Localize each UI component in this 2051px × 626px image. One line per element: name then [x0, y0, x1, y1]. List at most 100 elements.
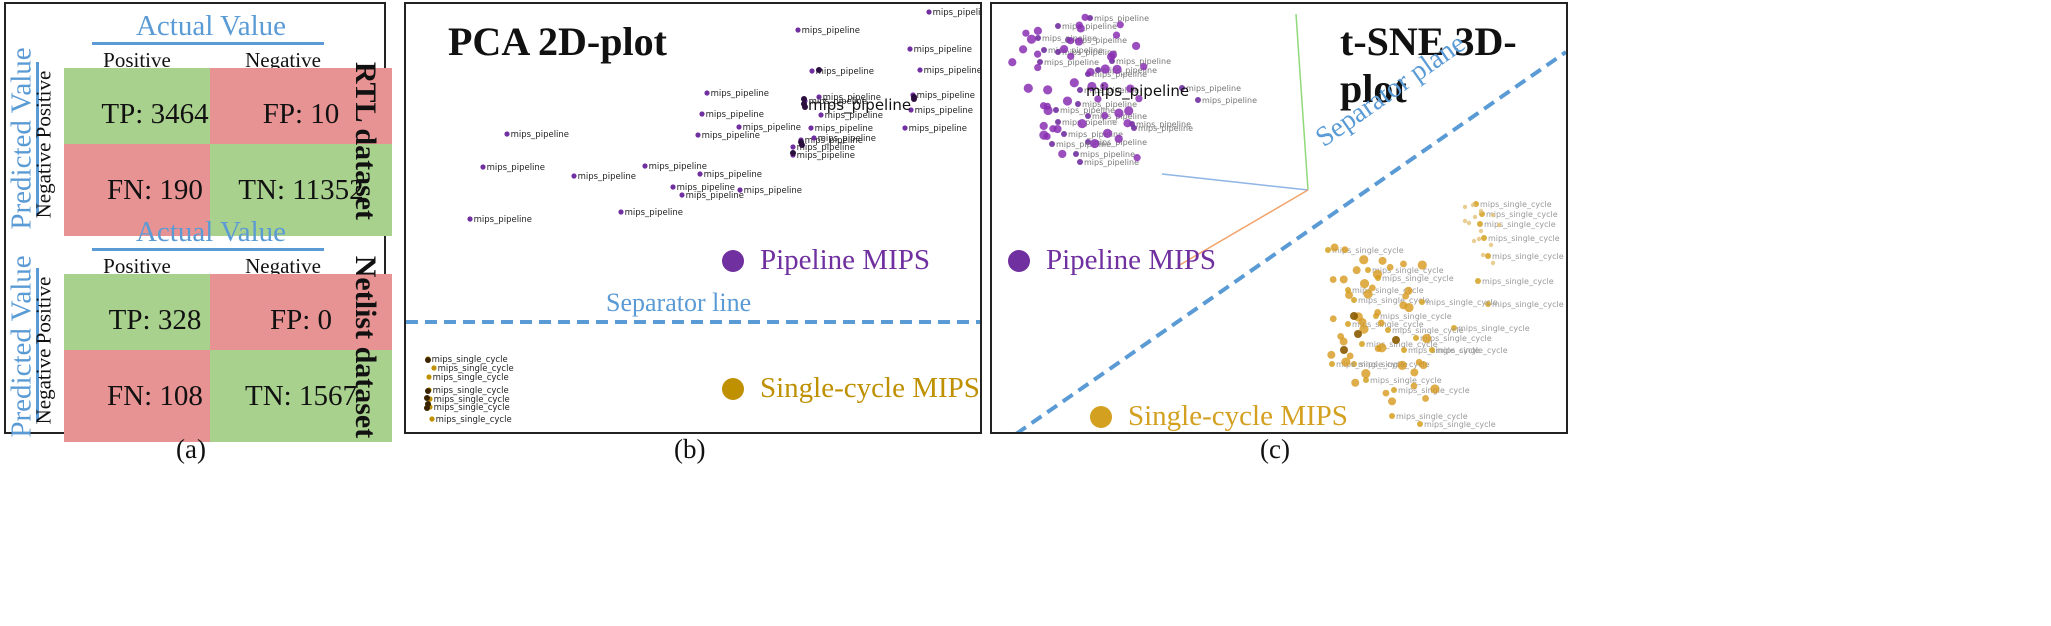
legend-single-cycle: Single-cycle MIPS — [722, 372, 980, 405]
pipeline-point — [1041, 47, 1047, 53]
pipeline-cluster-point — [1094, 95, 1102, 103]
pipeline-point-label: mips_pipeline — [1062, 48, 1117, 57]
pipeline-point — [695, 132, 701, 138]
single-cycle-dense-point — [424, 405, 430, 411]
pipeline-point — [679, 192, 685, 198]
caption-b: (b) — [674, 434, 706, 464]
single-cycle-point-label: mips_single_cycle — [1332, 246, 1404, 255]
single-cycle-point-label: mips_single_cycle — [1380, 312, 1452, 321]
single-cycle-point-label: mips_single_cycle — [432, 355, 508, 365]
single-cycle-cluster-point — [1402, 292, 1410, 300]
single-cycle-point-label: mips_single_cycle — [1366, 340, 1438, 349]
single-cycle-cluster-point — [1404, 302, 1414, 313]
pipeline-cluster-point — [1066, 37, 1075, 45]
single-cycle-point — [1359, 341, 1365, 347]
single-cycle-point — [1391, 387, 1397, 393]
single-cycle-far-point — [1471, 238, 1477, 244]
single-cycle-cluster-point — [1386, 263, 1394, 271]
single-cycle-point-label: mips_single_cycle — [433, 386, 509, 396]
pipeline-point-label: mips_pipeline — [1082, 100, 1137, 109]
pipeline-point-label: mips_pipeline — [797, 151, 855, 161]
pipeline-cluster-point — [1074, 37, 1083, 46]
single-cycle-point-label: mips_single_cycle — [434, 403, 510, 413]
pipeline-point-label: mips_pipeline — [1102, 66, 1157, 75]
pipeline-point-label: mips_pipeline — [823, 93, 881, 103]
pipeline-point — [736, 124, 742, 130]
true-negative-cell: TN: 11352 — [210, 144, 392, 236]
pipeline-point-label: mips_pipeline — [815, 124, 873, 134]
single-cycle-point — [431, 365, 437, 371]
pipeline-point — [1055, 119, 1061, 125]
pipeline-cluster-point — [1058, 149, 1067, 159]
pipeline-point — [480, 164, 486, 170]
single-cycle-legend-label: Single-cycle MIPS — [1128, 400, 1348, 432]
single-cycle-cluster-point — [1410, 382, 1418, 390]
pipeline-cluster-point — [1019, 45, 1028, 54]
pipeline-point — [1055, 49, 1061, 55]
pipeline-point — [1049, 141, 1055, 147]
pipeline-point — [907, 46, 913, 52]
single-cycle-cluster-point — [1346, 352, 1354, 360]
single-cycle-far-point — [1490, 212, 1496, 218]
pipeline-point-label: mips_pipeline — [915, 106, 973, 116]
single-cycle-cluster-point — [1377, 319, 1385, 327]
plot-title: PCA 2D-plot — [448, 19, 667, 64]
actual-value-header: Actual Value — [135, 10, 287, 42]
single-cycle-cluster-point — [1341, 246, 1349, 254]
pipeline-cluster-point — [1087, 81, 1097, 92]
single-cycle-cluster-point — [1400, 260, 1407, 268]
pipeline-point — [1037, 59, 1043, 65]
axis-green — [1295, 13, 1309, 191]
pipeline-cluster-point — [1086, 67, 1095, 77]
actual-value-underline — [92, 248, 324, 251]
single-cycle-far-point — [1462, 204, 1468, 210]
single-cycle-dense-point — [1354, 330, 1362, 338]
single-cycle-point — [1485, 301, 1491, 307]
pipeline-point — [467, 216, 473, 222]
predicted-value-underline — [36, 268, 39, 422]
pipeline-point-label: mips_pipeline — [1060, 106, 1115, 115]
single-cycle-point-label: mips_single_cycle — [1408, 346, 1480, 355]
pipeline-cluster-point — [1114, 134, 1123, 143]
pipeline-point-label: mips_pipeline — [797, 143, 855, 153]
pipeline-cluster-point — [1077, 119, 1087, 129]
single-cycle-cluster-point — [1417, 260, 1427, 270]
single-cycle-point — [1477, 221, 1483, 227]
pipeline-point-label: mips_pipeline — [1056, 140, 1111, 149]
pipeline-point-label: mips_pipeline — [625, 208, 683, 218]
single-cycle-point — [1413, 335, 1419, 341]
single-cycle-point-label: mips_single_cycle — [1458, 324, 1530, 333]
single-cycle-point — [426, 374, 432, 380]
pipeline-point — [908, 107, 914, 113]
single-cycle-cluster-point — [1404, 286, 1413, 295]
dataset-label: Netlist dataset — [349, 255, 382, 439]
pca-plot-panel: PCA 2D-plot mips_pipelinemips_pipelinemi… — [404, 2, 982, 434]
pipeline-cluster-point — [1126, 84, 1135, 93]
pipeline-cluster-point — [1033, 26, 1042, 35]
single-cycle-point — [1351, 361, 1357, 367]
row-header-negative: Negative — [31, 348, 56, 425]
single-cycle-point — [1417, 421, 1423, 427]
single-cycle-cluster-point — [1337, 332, 1345, 340]
axes-3d — [1161, 13, 1309, 267]
single-cycle-point — [1481, 235, 1487, 241]
pipeline-dense-point — [790, 150, 796, 156]
single-cycle-cluster-point — [1368, 284, 1376, 292]
single-cycle-point — [1401, 347, 1407, 353]
pipeline-point — [571, 173, 577, 179]
single-cycle-far-point — [1462, 218, 1468, 224]
single-cycle-point — [1351, 297, 1357, 303]
plot-title: t-SNE 3D-plot — [1340, 19, 1517, 111]
pipeline-point — [816, 94, 822, 100]
single-cycle-point — [1325, 247, 1331, 253]
single-cycle-point — [1389, 413, 1395, 419]
single-cycle-point-label: mips_single_cycle — [1436, 346, 1508, 355]
single-cycle-far-point — [1488, 242, 1494, 248]
pipeline-cluster-point — [1062, 96, 1073, 106]
pipeline-cluster-point — [1034, 63, 1042, 72]
pipeline-dense-point — [802, 104, 808, 110]
legend-pipeline: Pipeline MIPS — [1008, 244, 1216, 277]
single-cycle-cluster-point — [1372, 269, 1383, 279]
pipeline-point-label: mips_pipeline — [818, 134, 876, 144]
pipeline-point — [697, 171, 703, 177]
